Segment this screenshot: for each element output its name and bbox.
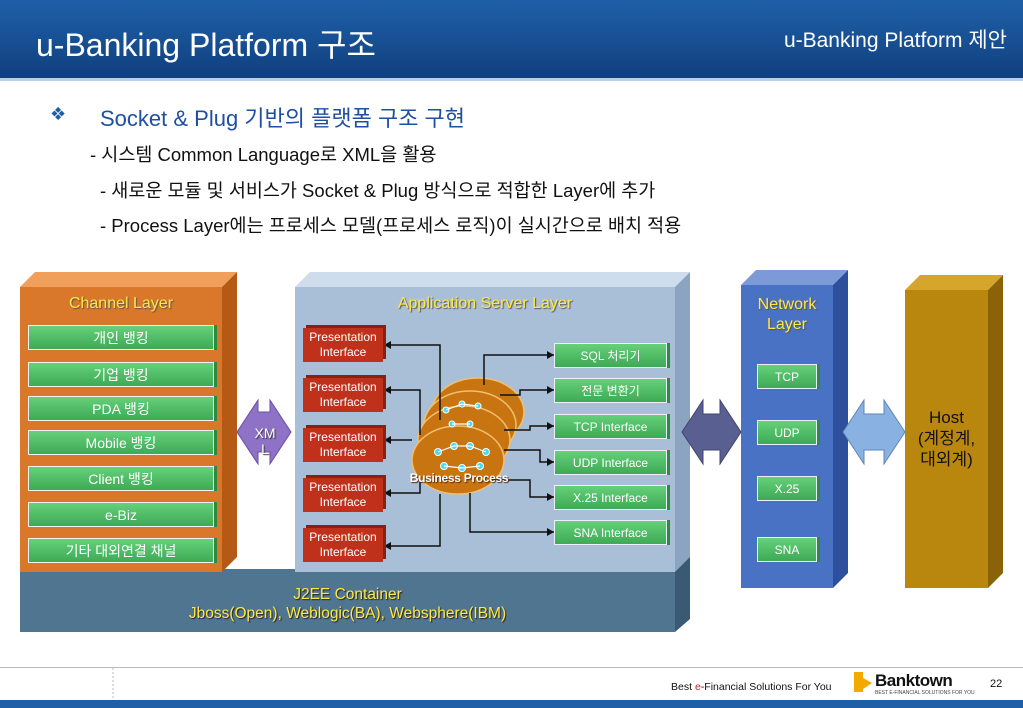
container-label: J2EE Container Jboss(Open), Weblogic(BA)… [20,585,675,623]
presentation-label-5a: Presentation [309,530,377,544]
channel-item-personal-banking: 개인 뱅킹 [28,325,214,350]
host-label: Host (계정계, 대외계) [905,407,988,470]
page-number: 22 [990,678,1003,690]
presentation-label-5b: Interface [319,545,367,559]
presentation-label-2a: Presentation [309,380,377,394]
container-line1: J2EE Container [293,586,402,603]
interface-sql-processor: SQL 처리기 [554,343,667,368]
footer-divider [0,667,1023,668]
interface-udp: UDP Interface [554,450,667,475]
channel-item-pda-banking: PDA 뱅킹 [28,396,214,421]
page-subtitle: u-Banking Platform 제안 [783,29,1007,52]
presentation-label-1a: Presentation [309,330,377,344]
banktown-logo-icon [854,672,872,692]
host-line1: Host [929,408,964,427]
header-divider [0,78,1023,81]
app-layer-title: Application Server Layer [397,295,573,312]
content-line-2: - 새로운 모듈 및 서비스가 Socket & Plug 방식으로 적합한 L… [100,180,656,201]
banktown-logo-text: Banktown [875,671,953,690]
network-item-tcp: TCP [757,364,817,389]
network-item-udp: UDP [757,420,817,445]
title-bar: u-Banking Platform 구조 u-Banking Platform… [0,0,1023,78]
diamond-bullet-icon: ❖ [50,104,67,124]
network-title-line2: Layer [766,316,808,333]
presentation-label-3a: Presentation [309,430,377,444]
tagline-post: -Financial Solutions For You [700,681,832,693]
channel-item-mobile-banking: Mobile 뱅킹 [28,430,214,455]
business-process-label: Business Process [409,471,509,485]
presentation-label-4a: Presentation [309,480,377,494]
interface-message-converter: 전문 변환기 [554,378,667,403]
banktown-logo-tagline: BEST E-FINANCIAL SOLUTIONS FOR YOU [875,690,975,696]
presentation-interface: Presentation Interface [303,328,383,362]
channel-layer-title: Channel Layer [68,295,174,312]
channel-item-corporate-banking: 기업 뱅킹 [28,362,214,387]
tagline-pre: Best [671,681,695,693]
channel-item-ebiz: e-Biz [28,502,214,527]
presentation-label-4b: Interface [319,495,367,509]
presentation-label-1b: Interface [319,345,367,359]
interface-sna: SNA Interface [554,520,667,545]
page-title: u-Banking Platform 구조 [36,27,376,63]
content-line-3: - Process Layer에는 프로세스 모델(프로세스 로직)이 실시간으… [100,215,682,236]
section-heading: Socket & Plug 기반의 플랫폼 구조 구현 [100,106,466,131]
presentation-label-2b: Interface [319,395,367,409]
tagline-e: e [694,681,701,693]
network-item-sna: SNA [757,537,817,562]
presentation-interface: Presentation Interface [303,378,383,412]
host-line3: 대외계) [920,450,973,469]
network-title-line1: Network [757,296,817,313]
presentation-label-3b: Interface [319,445,367,459]
presentation-interface: Presentation Interface [303,428,383,462]
network-item-x25: X.25 [757,476,817,501]
interface-tcp: TCP Interface [554,414,667,439]
content-line-1: - 시스템 Common Language로 XML을 활용 [90,144,437,165]
network-layer-title: Network Layer [741,295,833,335]
interface-x25: X.25 Interface [554,485,667,510]
footer-bar [0,700,1023,708]
host-line2: (계정계, [917,429,976,448]
xml-arrow-label: XM L [249,425,281,457]
footer-tagline: Best e-Financial Solutions For You [671,681,832,693]
xml-label-line2: L [261,441,269,457]
channel-item-other-channels: 기타 대외연결 채널 [28,538,214,563]
container-line2: Jboss(Open), Weblogic(BA), Websphere(IBM… [188,605,507,622]
presentation-interface: Presentation Interface [303,478,383,512]
channel-item-client-banking: Client 뱅킹 [28,466,214,491]
xml-label-line1: XM [254,425,276,441]
presentation-interface: Presentation Interface [303,528,383,562]
